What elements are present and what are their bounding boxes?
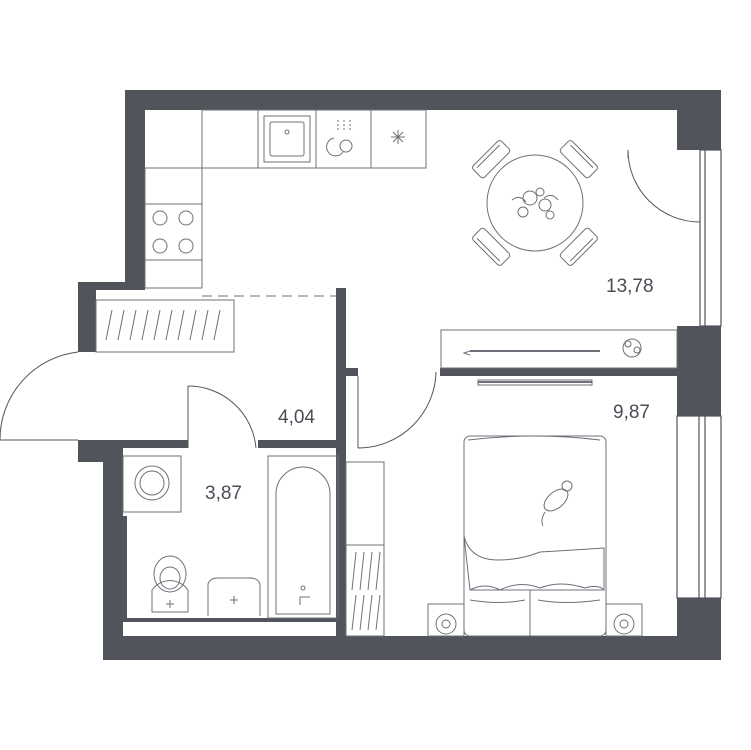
dishwasher-icon (326, 120, 353, 157)
wall-right-pier (677, 326, 721, 416)
plant-icon (622, 338, 642, 358)
fridge-icon (391, 130, 405, 144)
chair-icon (472, 227, 511, 266)
bedroom-furniture (345, 435, 643, 637)
wall-top (125, 90, 721, 110)
chair-icon (559, 227, 598, 266)
wall-bath-top-left (103, 440, 188, 448)
bathroom-door-swing (187, 385, 257, 449)
wall-right-top (677, 90, 721, 150)
nightstand-lamp-icon (435, 613, 457, 635)
nightstand-lamp-icon (613, 613, 635, 635)
bedroom-area: 9,87 (613, 402, 650, 423)
tv-unit (440, 329, 678, 386)
wall-entry-left (78, 282, 96, 352)
walls (78, 90, 721, 660)
flowers-icon (511, 187, 559, 220)
washbasin-icon (207, 577, 261, 616)
wall-bath-top-right (258, 440, 343, 448)
washing-machine-icon (122, 455, 182, 513)
sink-icon (263, 115, 311, 163)
bathroom-area: 3,87 (205, 483, 242, 504)
kitchen-living-area: 13,78 (606, 276, 654, 297)
wall-bedroom-door-jamb (346, 368, 358, 376)
wall-left-upper (125, 90, 145, 290)
toilet-icon (151, 555, 189, 613)
bathtub-icon (267, 455, 339, 619)
hallway-area: 4,04 (278, 407, 315, 428)
wall-partition-vertical (336, 288, 346, 640)
kitchen-furniture (144, 109, 427, 297)
cat-icon (541, 480, 573, 527)
hallway-wardrobe (95, 299, 235, 353)
wall-entry-top (78, 282, 125, 290)
wall-bedroom-top (440, 368, 677, 376)
chair-icon (559, 140, 598, 179)
bed-icon (463, 435, 607, 637)
wall-bottom (103, 636, 721, 660)
bedroom-door-swing (357, 371, 437, 449)
doors (0, 149, 701, 449)
windows (676, 149, 722, 599)
hob-icon (152, 210, 194, 254)
balcony-door-frame (699, 149, 722, 327)
balcony-door-swing (627, 149, 701, 223)
bathroom-fixtures (122, 455, 339, 619)
dining-table (472, 140, 598, 266)
entrance-door-swing (0, 351, 79, 440)
wall-bath-inner (123, 618, 338, 622)
chair-icon (472, 140, 511, 179)
wall-bath-vert (123, 516, 127, 620)
wall-left-lower (103, 440, 123, 660)
